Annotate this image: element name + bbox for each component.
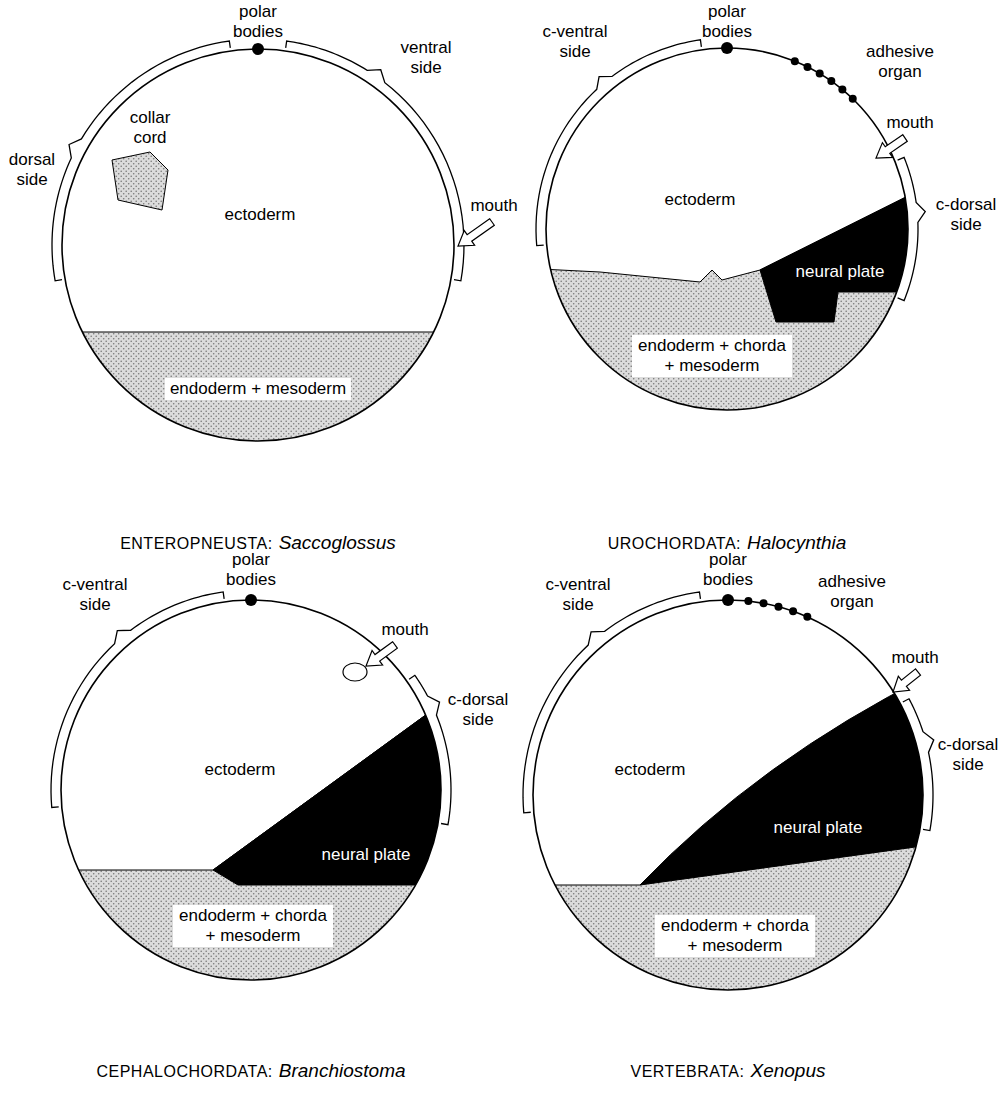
part-label: collar cord xyxy=(122,108,178,148)
collar-cord-region xyxy=(112,152,168,210)
neural-plate-region xyxy=(213,690,460,885)
endoderm-region xyxy=(40,690,460,1000)
side-bracket xyxy=(903,699,934,831)
adhesive-organ-dot xyxy=(774,603,782,611)
germ-layer-label: endoderm + chorda + mesoderm xyxy=(632,335,792,377)
germ-layer-label: endoderm + chorda + mesoderm xyxy=(655,915,815,957)
adhesive-organ-dot xyxy=(789,607,797,615)
part-label: ectoderm xyxy=(665,190,736,210)
part-label: neural plate xyxy=(322,845,411,865)
genus-name: Xenopus xyxy=(750,1060,825,1082)
panel-caption: UROCHORDATA: Halocynthia xyxy=(608,532,847,554)
adhesive-organ-dot xyxy=(760,599,768,607)
embryo xyxy=(40,592,460,1000)
part-label: c-dorsal side xyxy=(936,735,1000,775)
side-bracket xyxy=(52,41,230,281)
adhesive-organ-dot xyxy=(803,613,811,621)
taxon-name: CEPHALOCHORDATA: xyxy=(96,1063,272,1081)
part-label: mouth xyxy=(381,620,428,640)
part-label: ectoderm xyxy=(615,760,686,780)
mouth-arrow xyxy=(876,135,907,158)
mouth-arrow xyxy=(458,219,494,246)
embryo xyxy=(520,592,934,1000)
taxon-name: UROCHORDATA: xyxy=(608,535,741,553)
part-label: c-dorsal side xyxy=(934,195,998,235)
mouth-opening xyxy=(343,663,367,681)
mouth-arrow xyxy=(366,642,397,666)
panel-caption: ENTEROPNEUSTA: Saccoglossus xyxy=(120,532,396,554)
part-label: c-ventral side xyxy=(537,22,613,62)
part-label: c-ventral side xyxy=(57,575,133,615)
taxon-name: VERTEBRATA: xyxy=(631,1063,745,1081)
side-bracket xyxy=(409,675,451,824)
part-label: mouth xyxy=(470,196,517,216)
neural-plate-region xyxy=(760,185,930,322)
part-label: polar bodies xyxy=(688,550,768,590)
part-label: c-ventral side xyxy=(540,575,616,615)
adhesive-organ-dot xyxy=(744,597,752,605)
germ-layer-label: endoderm + chorda + mesoderm xyxy=(173,905,333,947)
part-label: ventral side xyxy=(394,38,458,78)
side-bracket xyxy=(898,157,926,300)
part-label: adhesive organ xyxy=(862,42,938,82)
embryo xyxy=(40,41,494,460)
germ-layer-label: endoderm + mesoderm xyxy=(165,378,351,400)
part-label: c-dorsal side xyxy=(446,690,510,730)
polar-body-dot xyxy=(721,42,733,54)
egg-outline xyxy=(533,600,923,990)
mouth-arrow xyxy=(893,669,920,692)
side-bracket xyxy=(523,592,700,813)
adhesive-organ-dot xyxy=(803,63,811,71)
part-label: mouth xyxy=(886,113,933,133)
genus-name: Branchiostoma xyxy=(279,1060,406,1082)
egg-outline xyxy=(62,49,454,441)
embryo xyxy=(520,40,930,430)
part-label: polar bodies xyxy=(218,2,298,42)
adhesive-organ-dot xyxy=(849,95,857,103)
polar-body-dot xyxy=(252,43,264,55)
part-label: mouth xyxy=(891,648,938,668)
adhesive-organ-dot xyxy=(838,86,846,94)
part-label: polar bodies xyxy=(687,2,767,42)
genus-name: Saccoglossus xyxy=(279,532,396,554)
part-label: dorsal side xyxy=(2,150,62,190)
panel-caption: CEPHALOCHORDATA: Branchiostoma xyxy=(96,1060,405,1082)
endoderm-region xyxy=(520,185,930,430)
egg-outline xyxy=(61,600,441,980)
part-label: ectoderm xyxy=(225,205,296,225)
adhesive-organ-dot xyxy=(791,57,799,65)
adhesive-organ-dot xyxy=(816,70,824,78)
part-label: ectoderm xyxy=(205,760,276,780)
part-label: neural plate xyxy=(774,818,863,838)
side-bracket xyxy=(51,592,224,807)
side-bracket xyxy=(536,40,701,246)
neural-plate-region xyxy=(640,675,930,885)
panel-caption: VERTEBRATA: Xenopus xyxy=(631,1060,826,1082)
egg-outline xyxy=(546,48,908,410)
part-label: adhesive organ xyxy=(814,572,890,612)
polar-body-dot xyxy=(245,594,257,606)
adhesive-organ-dot xyxy=(827,77,835,85)
genus-name: Halocynthia xyxy=(747,532,846,554)
polar-body-dot xyxy=(722,594,734,606)
taxon-name: ENTEROPNEUSTA: xyxy=(120,535,273,553)
part-label: polar bodies xyxy=(211,550,291,590)
part-label: neural plate xyxy=(796,262,885,282)
